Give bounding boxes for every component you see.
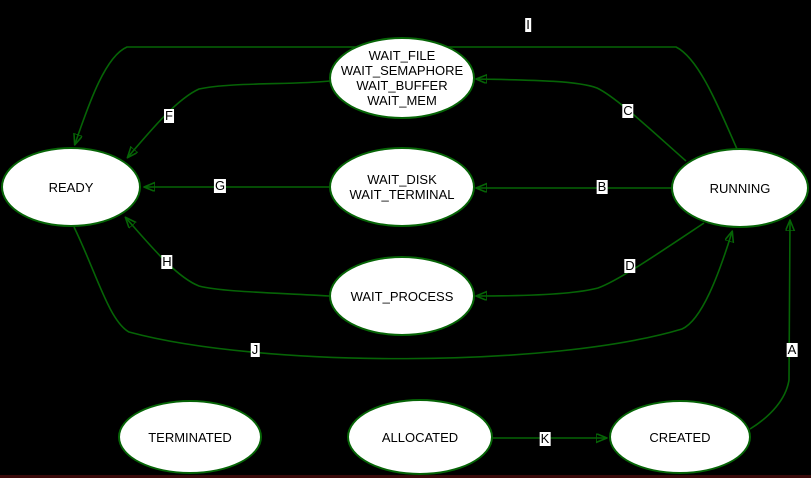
state-label-wait-file-group: WAIT_FILE WAIT_SEMAPHORE WAIT_BUFFER WAI…	[340, 48, 464, 108]
state-node-wait-file-group: WAIT_FILE WAIT_SEMAPHORE WAIT_BUFFER WAI…	[329, 37, 475, 119]
state-node-ready: READY	[1, 147, 141, 227]
state-label-wait-process: WAIT_PROCESS	[350, 288, 454, 304]
state-node-wait-disk-group: WAIT_DISK WAIT_TERMINAL	[329, 147, 475, 227]
edge-label-b: B	[596, 179, 608, 194]
state-label-created: CREATED	[649, 429, 711, 445]
bottom-border-strip	[0, 475, 811, 478]
edge-label-c: C	[622, 103, 634, 118]
state-label-running: RUNNING	[709, 180, 771, 196]
edge-f-waitfile-to-ready	[128, 80, 331, 157]
edge-i-running-to-ready	[75, 46, 738, 150]
edge-c-running-to-waitfile	[477, 79, 687, 162]
edge-label-g: G	[213, 178, 227, 193]
state-label-ready: READY	[48, 179, 94, 195]
state-label-wait-disk-group: WAIT_DISK WAIT_TERMINAL	[349, 172, 455, 202]
edge-label-k: K	[539, 431, 551, 446]
state-node-allocated: ALLOCATED	[347, 399, 493, 475]
edge-j-ready-to-running	[73, 226, 732, 360]
edge-label-d: D	[624, 258, 636, 273]
edge-label-i: I	[525, 17, 531, 32]
state-node-running: RUNNING	[671, 148, 809, 228]
state-node-wait-process: WAIT_PROCESS	[329, 256, 475, 336]
state-node-created: CREATED	[609, 400, 751, 474]
state-node-terminated: TERMINATED	[118, 400, 262, 474]
edge-h-waitprocess-to-ready	[126, 218, 330, 297]
edge-a-created-to-running	[749, 221, 790, 430]
edge-label-h: H	[161, 254, 173, 269]
edge-label-a: A	[786, 342, 798, 357]
edge-label-j: J	[250, 342, 260, 357]
edge-d-running-to-waitprocess	[477, 222, 705, 296]
state-label-allocated: ALLOCATED	[381, 429, 459, 445]
state-label-terminated: TERMINATED	[148, 429, 232, 445]
edge-label-f: F	[164, 108, 174, 123]
